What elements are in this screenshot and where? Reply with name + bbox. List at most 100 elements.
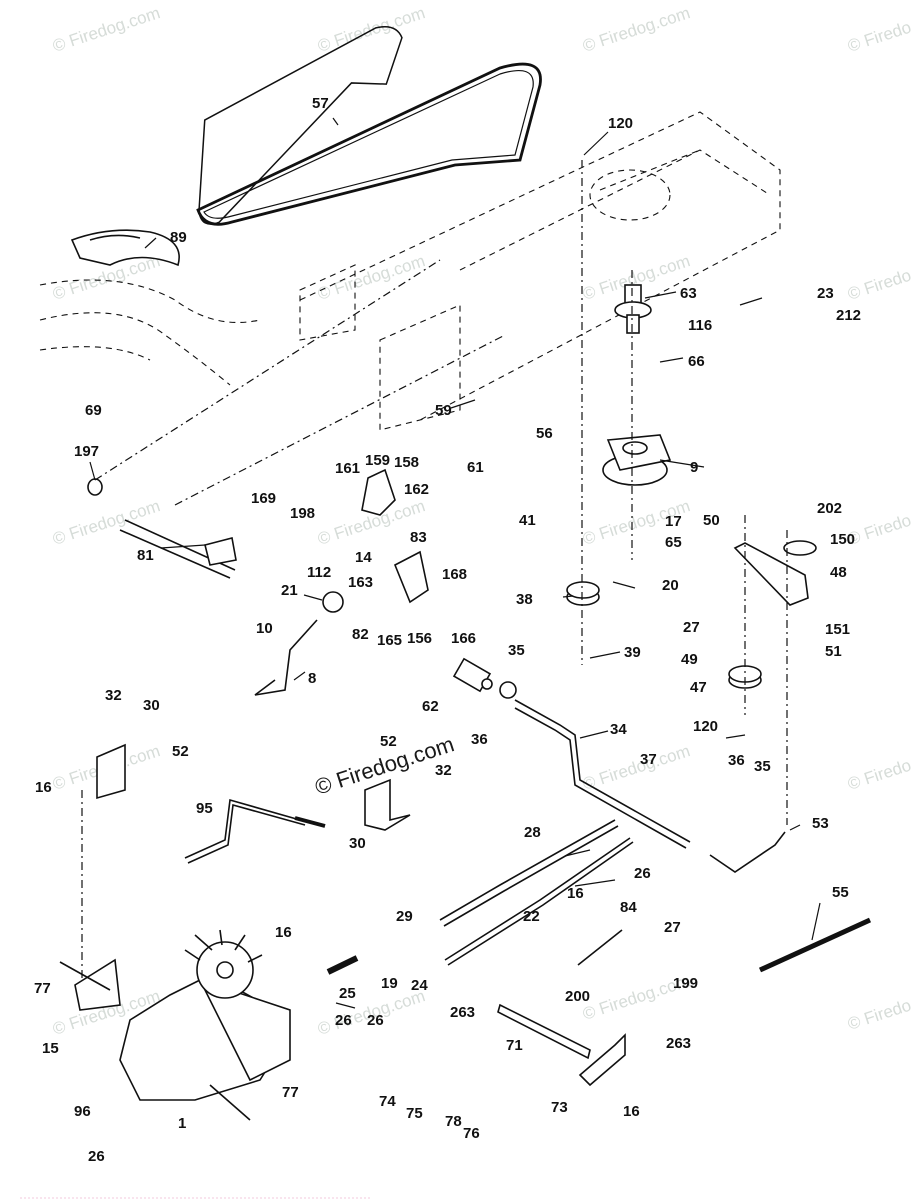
callout-61[interactable]: 61: [467, 459, 484, 476]
callout-24[interactable]: 24: [411, 977, 428, 994]
callout-150[interactable]: 150: [830, 531, 855, 548]
callout-75[interactable]: 75: [406, 1105, 423, 1122]
callout-161[interactable]: 161: [335, 460, 360, 477]
callout-35[interactable]: 35: [508, 642, 525, 659]
callout-9[interactable]: 9: [690, 459, 698, 476]
callout-73[interactable]: 73: [551, 1099, 568, 1116]
callout-151[interactable]: 151: [825, 621, 850, 638]
callout-200[interactable]: 200: [565, 988, 590, 1005]
callout-198[interactable]: 198: [290, 505, 315, 522]
rod-53: [709, 831, 786, 873]
callout-65[interactable]: 65: [665, 534, 682, 551]
callout-169[interactable]: 169: [251, 490, 276, 507]
callout-197[interactable]: 197: [74, 443, 99, 460]
callout-163[interactable]: 163: [348, 574, 373, 591]
callout-52-left[interactable]: 52: [172, 743, 189, 760]
callout-53[interactable]: 53: [812, 815, 829, 832]
callout-38[interactable]: 38: [516, 591, 533, 608]
callout-23[interactable]: 23: [817, 285, 834, 302]
callout-35-right[interactable]: 35: [754, 758, 771, 775]
callout-83[interactable]: 83: [410, 529, 427, 546]
callout-16-mid[interactable]: 16: [567, 885, 584, 902]
callout-26-bottom[interactable]: 26: [88, 1148, 105, 1165]
callout-59[interactable]: 59: [435, 402, 452, 419]
callout-62[interactable]: 62: [422, 698, 439, 715]
callout-76[interactable]: 76: [463, 1125, 480, 1142]
callout-29[interactable]: 29: [396, 908, 413, 925]
callout-39[interactable]: 39: [624, 644, 641, 661]
callout-212[interactable]: 212: [836, 307, 861, 324]
callout-32-right[interactable]: 32: [435, 762, 452, 779]
callout-26-a[interactable]: 26: [335, 1012, 352, 1029]
callout-95[interactable]: 95: [196, 800, 213, 817]
callout-56[interactable]: 56: [536, 425, 553, 442]
callout-158[interactable]: 158: [394, 454, 419, 471]
callout-199[interactable]: 199: [673, 975, 698, 992]
callout-69[interactable]: 69: [85, 402, 102, 419]
callout-26[interactable]: 26: [634, 865, 651, 882]
callout-66[interactable]: 66: [688, 353, 705, 370]
callout-159[interactable]: 159: [365, 452, 390, 469]
callout-89[interactable]: 89: [170, 229, 187, 246]
watermark: © Firedog.com: [845, 981, 911, 1034]
callout-52-right[interactable]: 52: [380, 733, 397, 750]
callout-27[interactable]: 27: [683, 619, 700, 636]
callout-263-right[interactable]: 263: [666, 1035, 691, 1052]
callout-168[interactable]: 168: [442, 566, 467, 583]
callout-19[interactable]: 19: [381, 975, 398, 992]
callout-202[interactable]: 202: [817, 500, 842, 517]
callout-37[interactable]: 37: [640, 751, 657, 768]
callout-112[interactable]: 112: [307, 564, 331, 581]
callout-55[interactable]: 55: [832, 884, 849, 901]
callout-27-lower[interactable]: 27: [664, 919, 681, 936]
callout-20[interactable]: 20: [662, 577, 679, 594]
callout-15[interactable]: 15: [42, 1040, 59, 1057]
callout-16[interactable]: 16: [35, 779, 52, 796]
callout-78[interactable]: 78: [445, 1113, 462, 1130]
callout-120[interactable]: 120: [608, 115, 633, 132]
callout-84[interactable]: 84: [620, 899, 637, 916]
spindle-pulley: [614, 284, 652, 334]
callout-162[interactable]: 162: [404, 481, 429, 498]
callout-50[interactable]: 50: [703, 512, 720, 529]
callout-47[interactable]: 47: [690, 679, 707, 696]
callout-165[interactable]: 165: [377, 632, 402, 649]
callout-28[interactable]: 28: [524, 824, 541, 841]
callout-263[interactable]: 263: [450, 1004, 475, 1021]
callout-57[interactable]: 57: [312, 95, 329, 112]
callout-51[interactable]: 51: [825, 643, 842, 660]
callout-41[interactable]: 41: [519, 512, 536, 529]
callout-81[interactable]: 81: [137, 547, 154, 564]
callout-16-trans[interactable]: 16: [275, 924, 292, 941]
transaxle: [59, 929, 291, 1121]
callout-49[interactable]: 49: [681, 651, 698, 668]
callout-77[interactable]: 77: [34, 980, 51, 997]
callout-16-lower[interactable]: 16: [623, 1103, 640, 1120]
callout-120-lower[interactable]: 120: [693, 718, 718, 735]
callout-26-b[interactable]: 26: [367, 1012, 384, 1029]
callout-22[interactable]: 22: [523, 908, 540, 925]
callout-14[interactable]: 14: [355, 549, 372, 566]
callout-34[interactable]: 34: [610, 721, 627, 738]
callout-96[interactable]: 96: [74, 1103, 91, 1120]
callout-71[interactable]: 71: [506, 1037, 523, 1054]
callout-30-right[interactable]: 30: [349, 835, 366, 852]
callout-36[interactable]: 36: [471, 731, 488, 748]
callout-30[interactable]: 30: [143, 697, 160, 714]
callout-21[interactable]: 21: [281, 582, 298, 599]
callout-48[interactable]: 48: [830, 564, 847, 581]
callout-82[interactable]: 82: [352, 626, 369, 643]
callout-1[interactable]: 1: [178, 1115, 186, 1132]
callout-10[interactable]: 10: [256, 620, 273, 637]
callout-74[interactable]: 74: [379, 1093, 396, 1110]
callout-77-lower[interactable]: 77: [282, 1084, 299, 1101]
callout-63[interactable]: 63: [680, 285, 697, 302]
callout-116[interactable]: 116: [688, 317, 712, 334]
callout-36-right[interactable]: 36: [728, 752, 745, 769]
callout-17[interactable]: 17: [665, 513, 682, 530]
callout-166[interactable]: 166: [451, 630, 476, 647]
callout-156[interactable]: 156: [407, 630, 432, 647]
callout-25[interactable]: 25: [339, 985, 356, 1002]
callout-8[interactable]: 8: [308, 670, 316, 687]
callout-32[interactable]: 32: [105, 687, 122, 704]
